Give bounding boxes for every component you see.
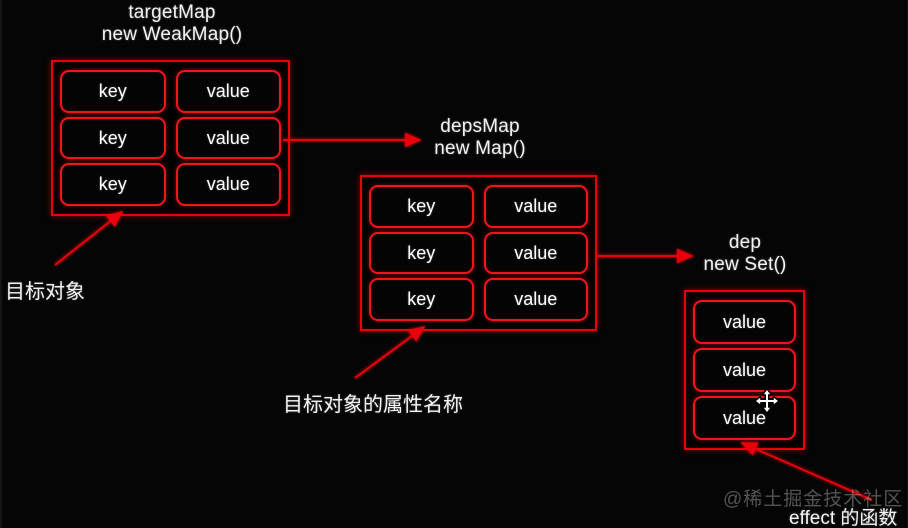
- depsmap-title: depsMap new Map(): [434, 116, 526, 160]
- list-item: value: [693, 394, 796, 442]
- move-cursor-icon: [754, 388, 780, 414]
- arrow-property-name-callout: [354, 325, 426, 379]
- table-row: key value: [369, 183, 588, 230]
- table-row: key value: [60, 68, 281, 115]
- table-row: key value: [369, 230, 588, 277]
- dep-value-cell[interactable]: value: [693, 300, 796, 344]
- right-edge-artifact: [905, 0, 908, 528]
- dep-rows: value value value: [686, 292, 803, 448]
- table-row: key value: [60, 115, 281, 162]
- depsmap-key-cell[interactable]: key: [369, 278, 474, 322]
- list-item: value: [693, 298, 796, 346]
- dep-container: value value value: [684, 290, 805, 450]
- targetmap-value-cell[interactable]: value: [175, 116, 281, 160]
- targetmap-container: key value key value key value: [51, 60, 290, 216]
- watermark: @稀土掘金技术社区: [723, 489, 904, 510]
- callout-target-object: 目标对象: [5, 281, 85, 303]
- table-row: key value: [369, 276, 588, 323]
- depsmap-value-cell[interactable]: value: [483, 278, 588, 322]
- depsmap-rows: key value key value key value: [362, 177, 595, 329]
- targetmap-value-cell[interactable]: value: [175, 163, 281, 207]
- targetmap-rows: key value key value key value: [53, 62, 288, 214]
- arrow-target-object-callout: [54, 210, 124, 266]
- depsmap-key-cell[interactable]: key: [369, 231, 474, 275]
- depsmap-container: key value key value key value: [360, 175, 597, 331]
- dep-title: dep new Set(): [703, 232, 787, 276]
- callout-effect-function: effect 的函数: [789, 508, 898, 528]
- targetmap-key-cell[interactable]: key: [60, 70, 166, 113]
- depsmap-key-cell[interactable]: key: [369, 185, 474, 228]
- targetmap-title: targetMap new WeakMap(): [101, 2, 243, 46]
- targetmap-key-cell[interactable]: key: [60, 163, 166, 207]
- list-item: value: [693, 346, 796, 394]
- depsmap-value-cell[interactable]: value: [483, 231, 588, 275]
- targetmap-key-cell[interactable]: key: [60, 116, 166, 160]
- callout-target-property-name: 目标对象的属性名称: [283, 394, 463, 416]
- left-edge-artifact: [0, 0, 4, 528]
- dep-value-cell[interactable]: value: [693, 396, 796, 440]
- table-row: key value: [60, 161, 281, 208]
- dep-value-cell[interactable]: value: [693, 348, 796, 392]
- depsmap-value-cell[interactable]: value: [483, 185, 588, 228]
- targetmap-value-cell[interactable]: value: [175, 70, 281, 113]
